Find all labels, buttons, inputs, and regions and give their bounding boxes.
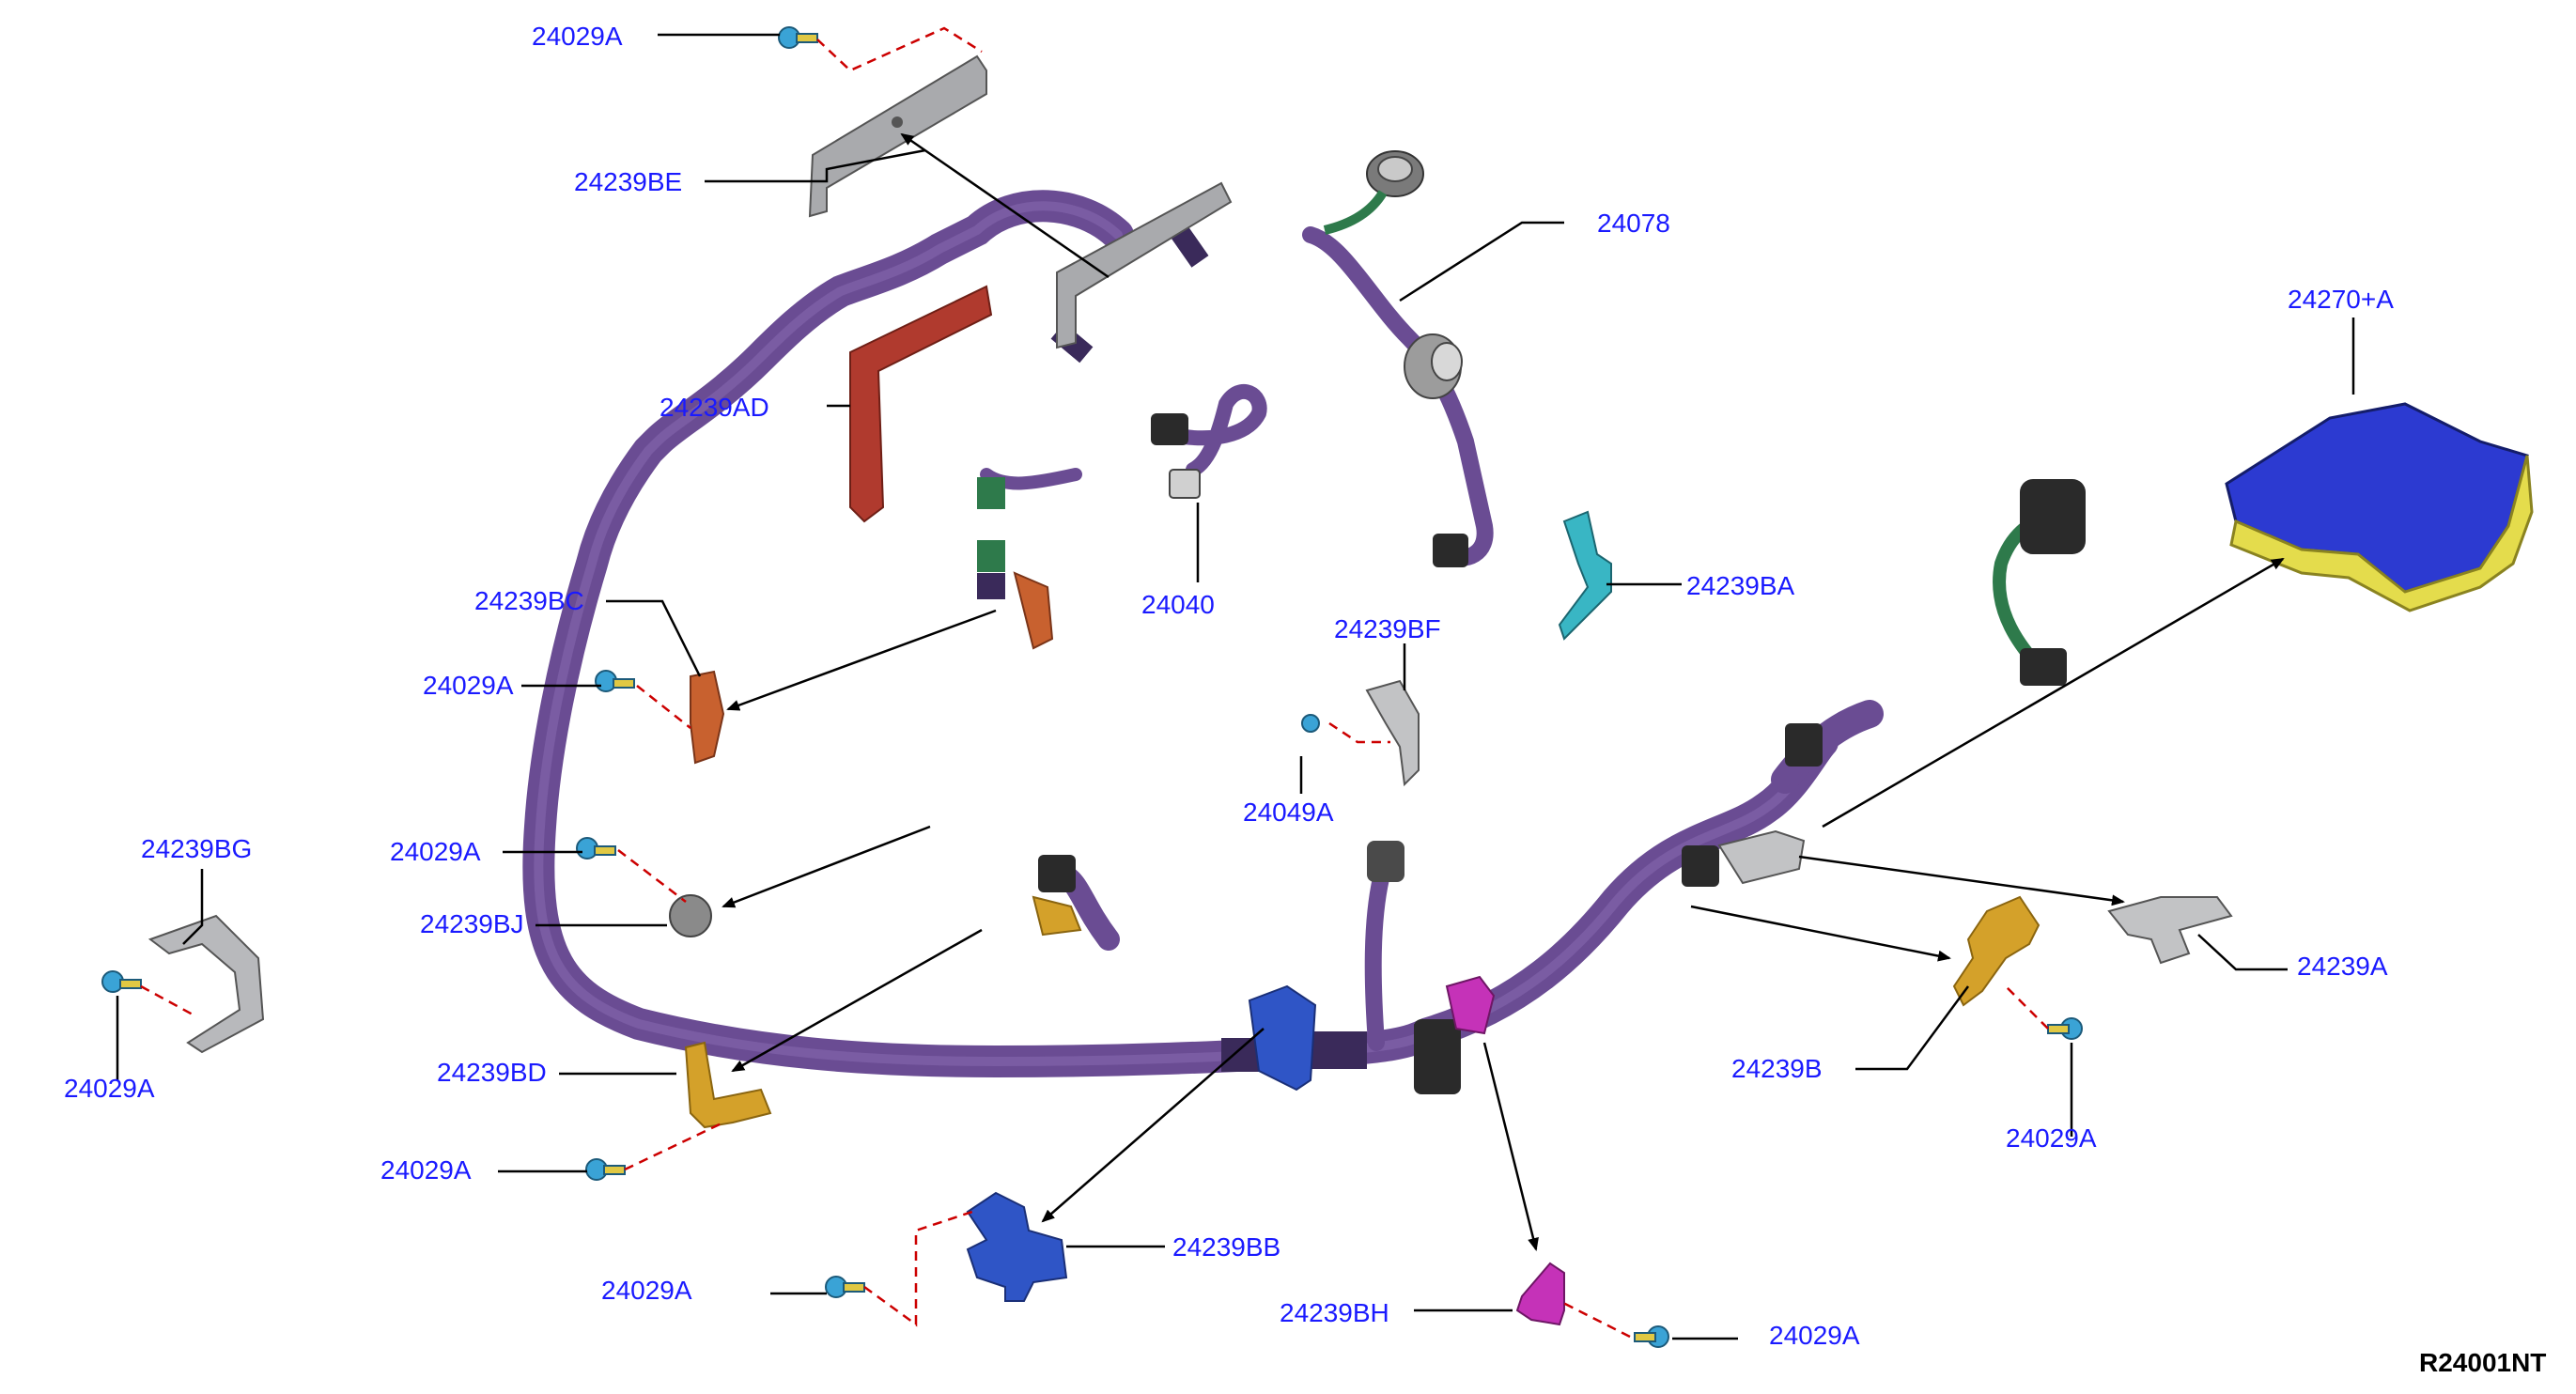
bolt-icon — [101, 970, 142, 993]
harness-clip-orange — [1013, 571, 1054, 650]
bolt-icon — [576, 837, 616, 860]
part-label-24029A: 24029A — [64, 1074, 155, 1103]
part-label-24239B: 24239B — [1731, 1054, 1823, 1083]
connectors — [1038, 150, 2086, 1094]
diagram-reference-number: R24001NT — [2419, 1348, 2547, 1377]
part-label-24239BB: 24239BB — [1172, 1232, 1281, 1262]
arrows — [722, 132, 2285, 1251]
part-label-24239BD: 24239BD — [437, 1058, 547, 1087]
bracket-24239A — [2107, 896, 2233, 965]
part-label-24239BC: 24239BC — [474, 586, 584, 615]
harness-clip-magenta — [1445, 975, 1496, 1035]
bolt-icon — [1634, 1325, 1669, 1348]
bracket-24239BF — [1365, 679, 1420, 787]
part-label-24239BH: 24239BH — [1280, 1298, 1389, 1327]
part-label-24078: 24078 — [1597, 209, 1670, 238]
bracket-24239B — [1952, 895, 2041, 1007]
part-label-24029A: 24029A — [601, 1276, 692, 1305]
part-label-24239BF: 24239BF — [1334, 614, 1441, 643]
part-label-24270A: 24270+A — [2288, 285, 2394, 314]
part-label-24029A: 24029A — [380, 1155, 472, 1185]
bolt-icon — [778, 26, 818, 49]
bracket-24239BB — [966, 1191, 1068, 1302]
bracket-24239AD — [849, 285, 993, 523]
part-label-24029A: 24029A — [1769, 1321, 1860, 1350]
part-label-24239AD: 24239AD — [660, 393, 769, 422]
bracket-24239BG — [147, 914, 265, 1054]
part-label-24029A: 24029A — [390, 837, 481, 866]
harness-bracket-top — [1056, 181, 1233, 349]
part-label-24040: 24040 — [1141, 590, 1215, 619]
part-label-24029A: 24029A — [532, 22, 623, 51]
bracket-24239BC — [690, 670, 725, 765]
bolt-icon — [595, 670, 635, 692]
harness-clip-blue — [1248, 984, 1317, 1092]
bolt-icon — [825, 1276, 865, 1298]
harness-clip-gold — [1032, 895, 1082, 937]
part-label-24049A: 24049A — [1243, 798, 1334, 827]
ecu-24270A — [2225, 402, 2534, 612]
main-harness — [522, 190, 1884, 1078]
bolt-icon — [585, 1158, 626, 1181]
leader-lines — [116, 33, 2355, 1340]
fastener-lines — [140, 26, 2049, 1339]
bracket-24239BE — [808, 54, 987, 218]
part-label-24029A: 24029A — [423, 671, 514, 700]
part-label-24239BJ: 24239BJ — [420, 909, 524, 938]
part-label-24239A: 24239A — [2297, 952, 2388, 981]
part-label-24239BA: 24239BA — [1686, 571, 1795, 600]
part-label-24239BG: 24239BG — [141, 834, 253, 863]
bracket-24239BA — [1558, 510, 1612, 641]
bolt-icon — [2047, 1017, 2083, 1040]
bolts — [101, 26, 2083, 1348]
bolt-icon — [1301, 714, 1320, 733]
bracket-24239BH — [1515, 1262, 1565, 1326]
part-label-24239BE: 24239BE — [574, 167, 683, 196]
harness-bracket-right — [1717, 829, 1806, 885]
bracket-24239BJ — [669, 894, 712, 937]
bracket-24239BD — [684, 1041, 772, 1129]
part-label-24029A: 24029A — [2006, 1123, 2097, 1153]
